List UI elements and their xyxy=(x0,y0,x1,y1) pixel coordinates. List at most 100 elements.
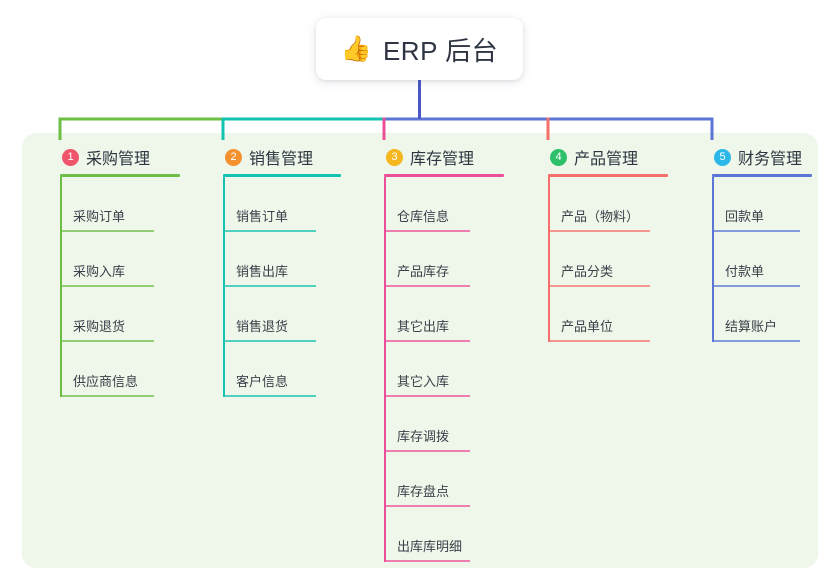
item-stem xyxy=(712,287,714,342)
item-stem xyxy=(712,177,714,232)
item-label: 销售订单 xyxy=(236,209,289,224)
item-label: 产品单位 xyxy=(561,319,614,334)
branch-number-badge: 2 xyxy=(225,148,242,166)
item-underline xyxy=(384,560,470,562)
branch-item[interactable]: 产品（物料） xyxy=(528,177,688,232)
item-stem xyxy=(384,287,386,342)
branch-item[interactable]: 采购退货 xyxy=(40,287,200,342)
branch-item[interactable]: 采购入库 xyxy=(40,232,200,287)
item-stem xyxy=(60,287,62,342)
branch-item[interactable]: 付款单 xyxy=(692,232,832,287)
branch-item[interactable]: 产品库存 xyxy=(364,232,524,287)
item-stem xyxy=(223,287,225,342)
branch-column-4: 4 产品管理产品（物料） 产品分类产品单位 xyxy=(528,146,688,342)
branch-item[interactable]: 销售出库 xyxy=(203,232,361,287)
item-underline xyxy=(384,230,470,232)
branch-item[interactable]: 出库库明细 xyxy=(364,507,524,562)
item-label: 结算账户 xyxy=(725,319,778,334)
item-underline xyxy=(223,230,316,232)
branch-underline xyxy=(60,174,180,177)
item-label: 产品分类 xyxy=(561,264,614,279)
item-label: 回款单 xyxy=(725,209,765,224)
branch-underline xyxy=(223,174,341,177)
branches-panel xyxy=(22,133,818,568)
branch-number-badge: 1 xyxy=(62,148,79,166)
branch-title: 采购管理 xyxy=(86,151,151,168)
branch-item[interactable]: 其它出库 xyxy=(364,287,524,342)
branch-item[interactable]: 结算账户 xyxy=(692,287,832,342)
branch-item[interactable]: 回款单 xyxy=(692,177,832,232)
branch-item[interactable]: 其它入库 xyxy=(364,342,524,397)
item-underline xyxy=(548,285,650,287)
item-stem xyxy=(384,177,386,232)
item-stem xyxy=(548,287,550,342)
item-underline xyxy=(223,395,316,397)
branch-underline xyxy=(384,174,504,177)
branch-item[interactable]: 产品分类 xyxy=(528,232,688,287)
branch-item[interactable]: 仓库信息 xyxy=(364,177,524,232)
branch-header-4[interactable]: 4 产品管理 xyxy=(528,146,688,168)
branch-item[interactable]: 销售退货 xyxy=(203,287,361,342)
item-stem xyxy=(60,232,62,287)
item-underline xyxy=(60,285,154,287)
item-stem xyxy=(384,342,386,397)
root-title: ERP 后台 xyxy=(382,35,499,66)
item-underline xyxy=(712,340,800,342)
item-stem xyxy=(60,342,62,397)
item-stem xyxy=(548,177,550,232)
item-underline xyxy=(384,450,470,452)
branch-title: 销售管理 xyxy=(249,151,314,168)
root-node[interactable]: 👍 ERP 后台 xyxy=(316,18,523,80)
branch-column-2: 2 销售管理销售订单销售出库销售退货客户信息 xyxy=(203,146,361,397)
branch-title: 库存管理 xyxy=(410,151,475,168)
item-stem xyxy=(223,177,225,232)
item-label: 采购退货 xyxy=(73,319,126,334)
branch-items: 仓库信息产品库存其它出库其它入库库存调拨库存盘点出库库明细 xyxy=(364,177,524,562)
branch-item[interactable]: 供应商信息 xyxy=(40,342,200,397)
item-label: 其它出库 xyxy=(397,319,450,334)
branch-underline xyxy=(712,174,812,177)
branch-item[interactable]: 销售订单 xyxy=(203,177,361,232)
item-label: 产品库存 xyxy=(397,264,450,279)
item-underline xyxy=(60,395,154,397)
branch-item[interactable]: 库存盘点 xyxy=(364,452,524,507)
branch-header-2[interactable]: 2 销售管理 xyxy=(203,146,361,168)
item-underline xyxy=(60,230,154,232)
item-underline xyxy=(60,340,154,342)
item-underline xyxy=(384,340,470,342)
item-label: 供应商信息 xyxy=(73,374,139,389)
item-underline xyxy=(548,230,650,232)
item-stem xyxy=(60,177,62,232)
branch-underline xyxy=(548,174,668,177)
branch-item[interactable]: 库存调拨 xyxy=(364,397,524,452)
item-label: 销售退货 xyxy=(236,319,289,334)
branch-items: 采购订单采购入库采购退货供应商信息 xyxy=(40,177,200,397)
item-stem xyxy=(223,232,225,287)
branch-item[interactable]: 产品单位 xyxy=(528,287,688,342)
item-underline xyxy=(384,285,470,287)
item-label: 付款单 xyxy=(725,264,765,279)
item-underline xyxy=(223,285,316,287)
branch-number-badge: 4 xyxy=(550,148,567,166)
branch-item[interactable]: 客户信息 xyxy=(203,342,361,397)
item-label: 采购入库 xyxy=(73,264,126,279)
branch-header-1[interactable]: 1 采购管理 xyxy=(40,146,200,168)
item-underline xyxy=(548,340,650,342)
branch-items: 回款单付款单结算账户 xyxy=(692,177,832,342)
branch-item[interactable]: 采购订单 xyxy=(40,177,200,232)
item-label: 客户信息 xyxy=(236,374,289,389)
branch-column-1: 1 采购管理采购订单采购入库采购退货供应商信息 xyxy=(40,146,200,397)
branch-title: 产品管理 xyxy=(574,151,639,168)
item-underline xyxy=(384,505,470,507)
item-label: 库存盘点 xyxy=(397,484,450,499)
branch-title: 财务管理 xyxy=(738,151,803,168)
item-label: 销售出库 xyxy=(236,264,289,279)
item-label: 出库库明细 xyxy=(397,539,463,554)
item-label: 仓库信息 xyxy=(397,209,450,224)
branch-items: 销售订单销售出库销售退货客户信息 xyxy=(203,177,361,397)
